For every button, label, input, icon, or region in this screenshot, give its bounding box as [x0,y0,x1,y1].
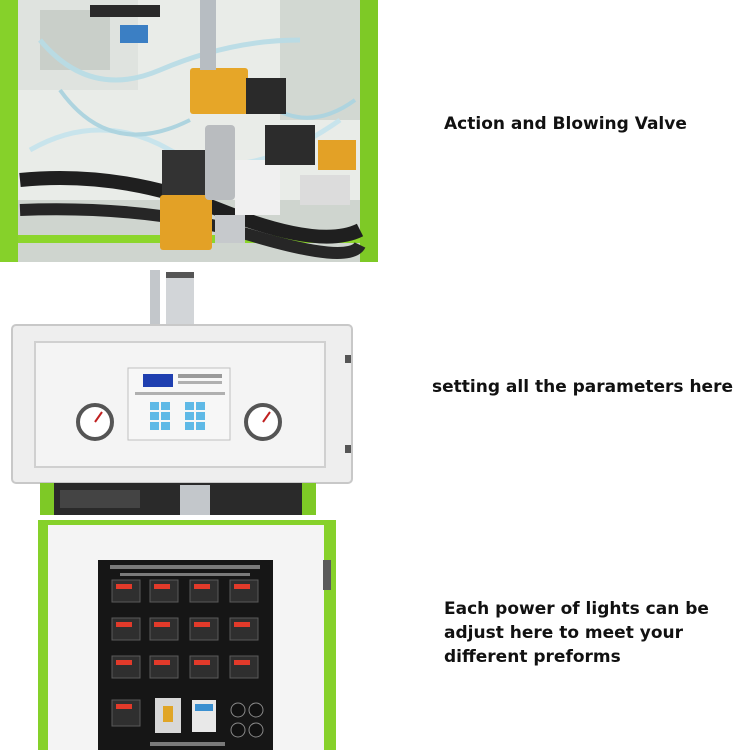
caption-action-and-blowing-valve: Action and Blowing Valve [444,112,744,136]
parameter-controller-panel-photo [0,270,378,515]
caption-line: adjust here to meet your [444,623,683,643]
infrared-heater-control-panel-photo [0,520,378,750]
caption-line: different preforms [444,647,621,667]
caption-line: setting all the parameters here [432,377,734,397]
caption-line: Action and Blowing Valve [444,114,687,134]
caption-setting-parameters: setting all the parameters here [432,375,748,399]
caption-power-of-lights: Each power of lights can be adjust here … [444,597,744,669]
action-and-blowing-valve-photo [0,0,378,262]
caption-line: Each power of lights can be [444,599,709,619]
